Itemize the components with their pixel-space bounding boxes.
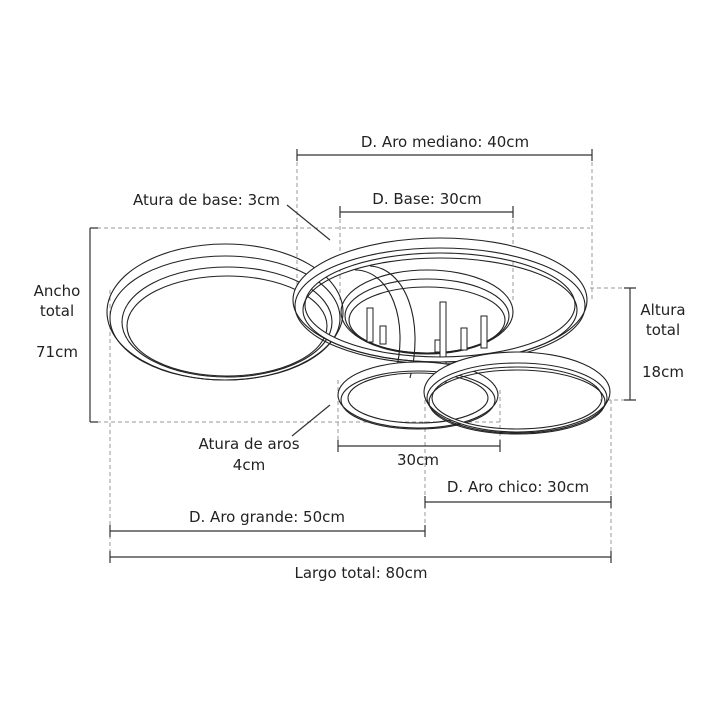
large-ring-diameter-label: D. Aro grande: 50cm: [189, 508, 345, 526]
total-width-label-1: Ancho: [34, 282, 81, 300]
medium-ring-diameter-label: D. Aro mediano: 40cm: [361, 133, 529, 151]
small-ring-diameter-label: D. Aro chico: 30cm: [447, 478, 589, 496]
small-ring-right: [423, 351, 611, 435]
large-ring: [106, 243, 344, 381]
ring-height-label-1: Atura de aros: [198, 435, 299, 453]
base-height-label: Atura de base: 3cm: [133, 191, 280, 209]
total-width-label-2: total: [40, 302, 74, 320]
small-ring-offset-label: 30cm: [397, 451, 439, 469]
total-length-label: Largo total: 80cm: [295, 564, 428, 582]
total-height-value: 18cm: [642, 363, 684, 381]
ring-height-label-2: 4cm: [233, 456, 265, 474]
medium-ring: [292, 237, 588, 379]
total-width-value: 71cm: [36, 343, 78, 361]
dimension-lines: [89, 149, 636, 563]
total-height-label-1: Altura: [640, 301, 685, 319]
base-canopy: [340, 269, 514, 355]
total-height-label-2: total: [646, 321, 680, 339]
base-diameter-label: D. Base: 30cm: [372, 190, 481, 208]
small-ring-left: [337, 361, 499, 430]
